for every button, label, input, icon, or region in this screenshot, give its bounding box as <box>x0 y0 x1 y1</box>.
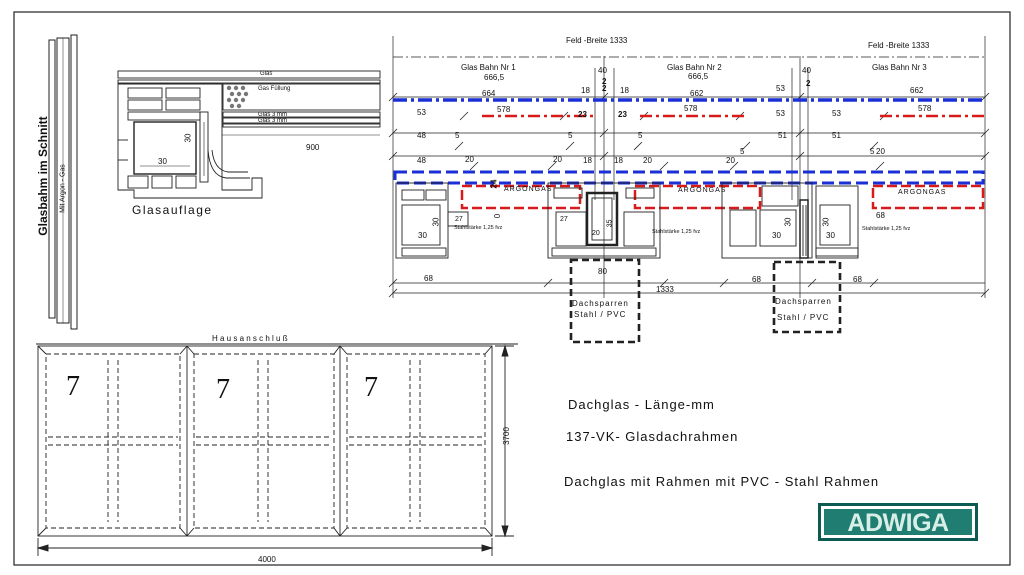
dim-48-a: 48 <box>417 131 426 140</box>
dim-2-c: 2 <box>806 79 811 88</box>
label-glass: Glas <box>260 71 273 77</box>
dim-20-c: 20 <box>643 156 652 165</box>
dim-68-c: 68 <box>853 275 862 284</box>
pane-number-3: 7 <box>364 372 378 403</box>
dim-18-d: 18 <box>614 156 623 165</box>
dim-18-c: 18 <box>583 156 592 165</box>
dim-5-d: 5 <box>740 147 745 156</box>
dim-53-b: 53 <box>776 84 785 93</box>
description-line-2: 137-VK- Glasdachrahmen <box>566 429 739 444</box>
dim-23-a: 23 <box>578 110 587 119</box>
sheet-border <box>13 11 1011 566</box>
dim-53-a: 53 <box>417 108 426 117</box>
dim-30-c: 30 <box>783 217 793 227</box>
dim-27-b: 27 <box>560 216 568 223</box>
profile-dim-30-horizontal: 30 <box>158 157 167 166</box>
dim-30-e: 30 <box>821 217 831 227</box>
rafter-1-label-b: Stahl / PVC <box>574 310 627 319</box>
rafter-2-label-a: Dachsparren <box>775 297 832 306</box>
dim-18-a: 18 <box>581 86 590 95</box>
pane-number-2: 7 <box>216 374 230 405</box>
dim-51-a: 51 <box>778 131 787 140</box>
glas-bahn-3: Glas Bahn Nr 3 <box>872 63 927 72</box>
feld-breite-1: Feld -Breite 1333 <box>566 36 628 45</box>
dim-18-b: 18 <box>620 86 629 95</box>
dim-5-e: 5 <box>870 147 875 156</box>
dim-53-c: 53 <box>776 109 785 118</box>
dim-27-a: 27 <box>455 216 463 223</box>
glas-bahn-1: Glas Bahn Nr 1 <box>461 63 516 72</box>
dim-68-a: 68 <box>424 274 433 283</box>
vertical-subtitle: Mit Argon - Gas <box>59 164 67 213</box>
dim-24: 24 <box>489 179 499 189</box>
dim-40-a: 40 <box>598 66 607 75</box>
dim-20-f: 20 <box>592 230 600 237</box>
label-glass-3mm-a: Glas 3 mm <box>258 112 288 118</box>
profile-detail <box>117 70 381 199</box>
vertical-title: Glasbahm im Schnitt <box>36 116 50 236</box>
argongas-2: ARGONGAS <box>678 187 727 194</box>
dim-35: 35 <box>606 219 614 228</box>
dim-578-c: 578 <box>918 104 932 113</box>
label-gas-filling: Gas Füllung <box>258 86 291 92</box>
glas-bahn-2: Glas Bahn Nr 2 <box>667 63 722 72</box>
stahlstaerke-1: Stahlstärke 1,25 fvz <box>454 225 503 231</box>
label-glass-3mm-b: Glas 3 mm <box>258 118 288 124</box>
dim-40-b: 40 <box>802 66 811 75</box>
dim-578-b: 578 <box>684 104 698 113</box>
dim-48-b: 48 <box>417 156 426 165</box>
profile-dim-900: 900 <box>306 143 320 152</box>
logo-background <box>824 509 972 535</box>
dim-662-b: 662 <box>910 86 924 95</box>
rafter-1-label-a: Dachsparren <box>572 299 629 308</box>
hausanschluss-label: H a u s a n s c h l u ß <box>212 334 288 343</box>
dim-53-d: 53 <box>832 109 841 118</box>
dim-30-d: 30 <box>772 231 781 240</box>
dim-664: 664 <box>482 89 496 98</box>
description-line-3: Dachglas mit Rahmen mit PVC - Stahl Rahm… <box>564 474 880 489</box>
dim-0: 0 <box>493 213 503 219</box>
argongas-1: ARGONGAS <box>504 186 553 193</box>
dim-68-b: 68 <box>752 275 761 284</box>
dim-20-a: 20 <box>465 155 474 164</box>
rafter-2-label-b: Stahl / PVC <box>777 313 830 322</box>
glass-vertical-section <box>48 34 78 330</box>
plan-width-4000: 4000 <box>258 555 276 564</box>
profile-dim-30-vertical: 30 <box>183 133 193 143</box>
dim-2-a: 2 <box>602 77 607 86</box>
dim-1333: 1333 <box>656 285 674 294</box>
feld-breite-2: Feld -Breite 1333 <box>868 41 930 50</box>
logo-text: ADWIGA <box>847 509 949 537</box>
dim-5-a: 5 <box>455 131 460 140</box>
dim-662-a: 662 <box>690 89 704 98</box>
dim-80: 80 <box>598 267 607 276</box>
dim-20-d: 20 <box>726 156 735 165</box>
section-drawing <box>388 36 990 344</box>
dim-51-b: 51 <box>832 131 841 140</box>
plan-height-3700: 3700 <box>501 427 511 445</box>
argongas-3: ARGONGAS <box>898 189 947 196</box>
stahlstaerke-2: Stahlstärke 1,25 fvz <box>652 229 701 235</box>
dim-23-b: 23 <box>618 110 627 119</box>
dim-2-b: 2 <box>602 84 607 93</box>
dim-5-c: 5 <box>638 131 643 140</box>
width-666-1: 666,5 <box>484 73 505 82</box>
dim-68-d: 68 <box>876 211 885 220</box>
dim-30-b: 30 <box>418 231 427 240</box>
dim-30-f: 30 <box>826 231 835 240</box>
dim-30-a: 30 <box>431 217 441 227</box>
profile-caption: Glasauflage <box>132 203 213 217</box>
adwiga-logo: ADWIGA <box>818 503 978 541</box>
dim-20-e: 20 <box>876 147 885 156</box>
dim-578-a: 578 <box>497 105 511 114</box>
dim-5-b: 5 <box>568 131 573 140</box>
pane-number-1: 7 <box>66 371 80 402</box>
dim-20-b: 20 <box>553 155 562 164</box>
description-line-1: Dachglas - Länge-mm <box>568 397 715 412</box>
plan-view <box>36 343 518 556</box>
width-666-2: 666,5 <box>688 72 709 81</box>
stahlstaerke-3: Stahlstärke 1,25 fvz <box>862 226 911 232</box>
